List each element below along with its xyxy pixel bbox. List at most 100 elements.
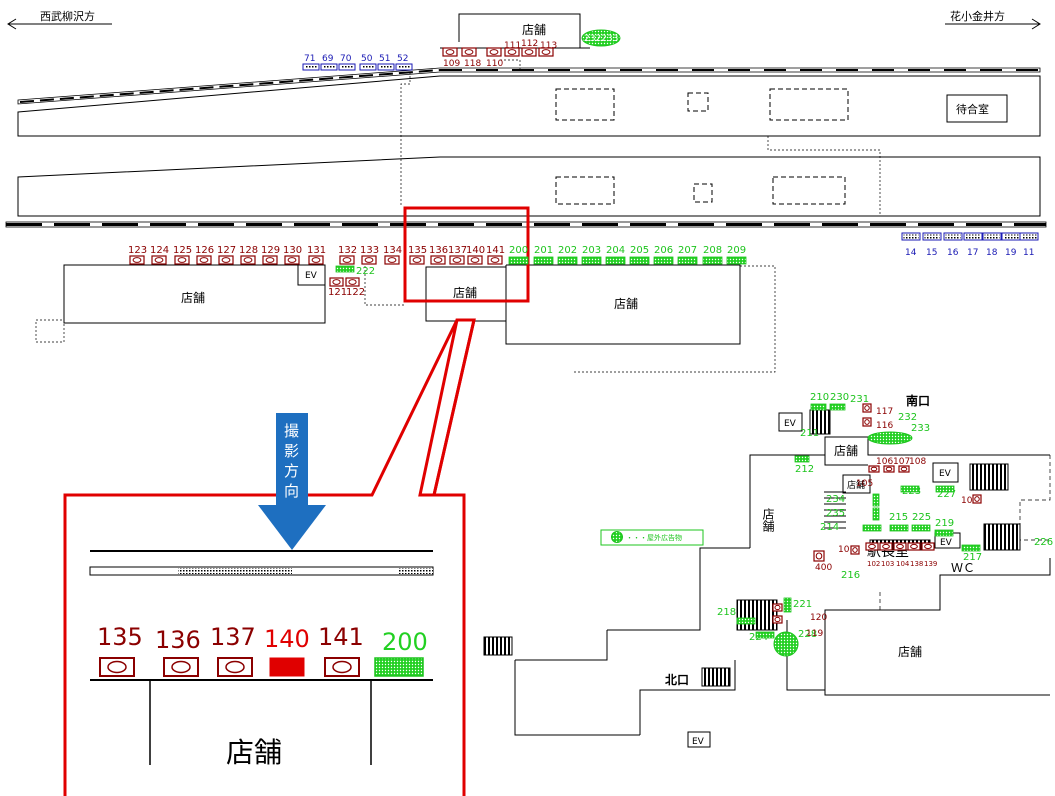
red-ad-113 [538,47,554,57]
green-ad-207 [677,256,698,265]
ev-left-label: EV [305,271,318,281]
red-ad-121-circle [332,279,341,285]
red-ad-106-box [868,465,880,473]
wc-label: ＷＣ [951,561,975,575]
south-exit-label: 南口 [906,393,930,408]
green-ad-224-box [755,631,775,639]
red-ad-133 [361,255,377,265]
shop-center-label: 店舗 [453,286,477,300]
red-ad-134-circle [387,257,397,263]
green-ad-203 [581,256,602,265]
callout-connector [418,318,476,497]
red-ad-132 [339,255,355,265]
green-ad-200-label: 200 [509,245,528,256]
red-ad-132-label: 132 [338,245,357,256]
red-ad-124-circle [154,257,164,263]
blue-ad-15-fill [924,234,940,239]
green-ad-220-circle [773,631,799,657]
green-ad-204-label: 204 [606,245,625,256]
green-ad-232-label: 232 [898,412,917,423]
zoom-ad-136-circle [171,660,191,674]
green-ad-231-label: 231 [850,394,869,405]
top-shop-label: 店舗 [522,23,546,37]
green-ad-200 [508,256,529,265]
red-ad-125 [174,255,190,265]
red-ad-119-label: 119 [806,629,823,639]
red-ad-117-box [862,403,872,413]
red-ad-126-label: 126 [195,245,214,256]
red-ad-134-label: 134 [383,245,402,256]
red-ad-124-label: 124 [150,245,169,256]
red-ad-110-label: 110 [486,59,503,69]
zoom-ad-136-label: 136 [155,626,201,654]
blue-ad-18-label: 18 [986,248,998,258]
red-ad-119-box-circle [774,616,781,623]
green-ad-201 [533,256,554,265]
red-ad-127-label: 127 [217,245,236,256]
green-ad-206 [653,256,674,265]
zoom-ad-137-label: 137 [210,623,256,651]
green-ad-235-label: 235 [826,508,845,519]
shop-bottom-label: 店舗 [898,645,922,659]
red-ad-135-label: 135 [408,245,427,256]
red-ad-129-circle [265,257,275,263]
red-ad-111 [504,47,520,57]
red-ad-137-circle [452,257,462,263]
green-ad-228-label: 228 [798,629,817,640]
red-ad-124 [151,255,167,265]
blue-ad-15-label: 15 [926,248,937,258]
green-ad-cluster-top-label: 232233 [584,34,618,44]
green-ad-230-label: 230 [830,392,849,403]
red-ad-102-label: 102 [867,560,880,568]
red-ad-117-box-circle [864,405,870,411]
green-ad-222-label: 222 [356,266,375,277]
blue-ad-16-fill [945,234,961,239]
top-green-ads: 232233 [581,29,621,47]
zoom-ad-140 [269,657,305,677]
red-ad-107-box [883,465,895,473]
blue-ad-14-label: 14 [905,248,917,258]
concourse-dashed [749,455,1051,610]
shop-left-label: 店舗 [181,291,205,305]
blue-ad-69-label: 69 [322,54,334,64]
blue-ad-52-label: 52 [397,54,408,64]
corridor-outlines [35,59,881,373]
red-ad-138-label: 138 [910,560,923,568]
red-ad-137 [449,255,465,265]
red-ad-141-circle [490,257,500,263]
red-ad-100-box [972,494,982,504]
red-ad-128 [240,255,256,265]
red-ad-130-circle [287,257,297,263]
red-ad-128-circle [243,257,253,263]
blue-ad-11-label: 11 [1023,248,1034,258]
blue-ad-71-fill [304,65,318,69]
green-ad-223-box [900,485,920,493]
red-ad-103-box [879,542,893,551]
green-ad-212-label: 212 [795,464,814,475]
red-ad-128-label: 128 [239,245,258,256]
green-ad-228-box [783,597,792,613]
red-ad-112-circle [524,49,534,55]
red-ad-132-circle [342,257,352,263]
blue-ad-17-label: 17 [967,248,978,258]
red-ad-102-box-circle [868,543,876,550]
stair-lines [824,491,846,529]
red-ad-135 [409,255,425,265]
green-ad-204 [605,256,626,265]
green-ad-226-label: 226 [1034,537,1053,548]
red-ad-108-box [898,465,910,473]
red-ad-111-circle [507,49,517,55]
red-ad-104-box-circle [896,543,904,550]
green-ad-202-label: 202 [558,245,577,256]
shooting-direction-arrow [258,413,326,550]
zoom-ad-141-circle [332,660,352,674]
red-ad-121 [329,277,344,287]
red-ad-122-circle [348,279,357,285]
red-ad-118 [461,47,477,57]
green-ad-214-label: 214 [820,522,839,533]
